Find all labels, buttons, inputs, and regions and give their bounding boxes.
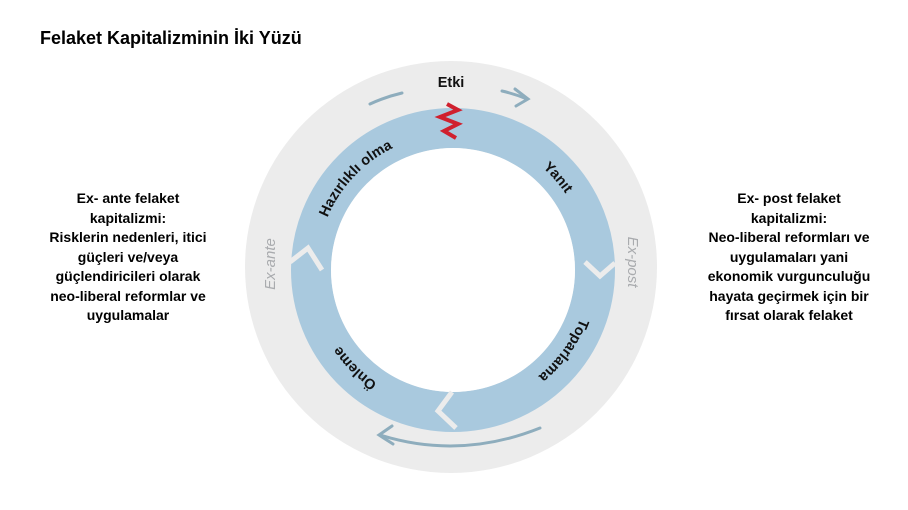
- ex-ante-line: güçlendiricileri olarak: [55, 268, 201, 284]
- ex-post-line: hayata geçirmek için bir: [709, 287, 869, 304]
- ex-ante-line: güçleri ve/veya: [77, 248, 179, 265]
- arrow-head-icon: [513, 87, 531, 108]
- arrow-head-icon: [376, 424, 395, 446]
- inner-disc: [331, 148, 575, 392]
- segment-separator: [288, 244, 325, 272]
- ex-ante-line: Risklerin nedenleri, itici: [49, 229, 207, 245]
- ex-post-line: uygulamaları yani: [729, 248, 849, 265]
- impact-label: Etki: [438, 75, 465, 91]
- ex-post-line: Neo-liberal reformları ve: [708, 229, 870, 245]
- arrow-top-left-dash: [368, 91, 404, 106]
- ex-post-label: Ex-post: [624, 237, 641, 289]
- page-title: Felaket Kapitalizminin İki Yüzü: [40, 28, 302, 48]
- ex-post-line: fırsat olarak felaket: [725, 307, 853, 323]
- ex-post-line: kapitalizmi:: [750, 209, 828, 226]
- ex-ante-line: uygulamalar: [86, 307, 170, 323]
- segment-separator: [583, 260, 617, 280]
- ex-post-line: ekonomik vurgunculuğu: [707, 268, 871, 284]
- segment-separator: [434, 390, 458, 430]
- lightning-icon: [434, 102, 463, 140]
- ex-ante-line: Ex- ante felaket: [76, 190, 180, 206]
- arrow-bottom: [378, 426, 542, 448]
- ex-post-description: Ex- post felaket kapitalizmi: Neo-libera…: [679, 189, 899, 326]
- ex-post-line: Ex- post felaket: [737, 190, 841, 206]
- ex-ante-line: neo-liberal reformlar ve: [50, 287, 206, 304]
- ex-ante-label: Ex-ante: [262, 238, 279, 290]
- ex-ante-line: kapitalizmi:: [89, 209, 167, 226]
- ex-ante-description: Ex- ante felaket kapitalizmi: Risklerin …: [18, 189, 238, 326]
